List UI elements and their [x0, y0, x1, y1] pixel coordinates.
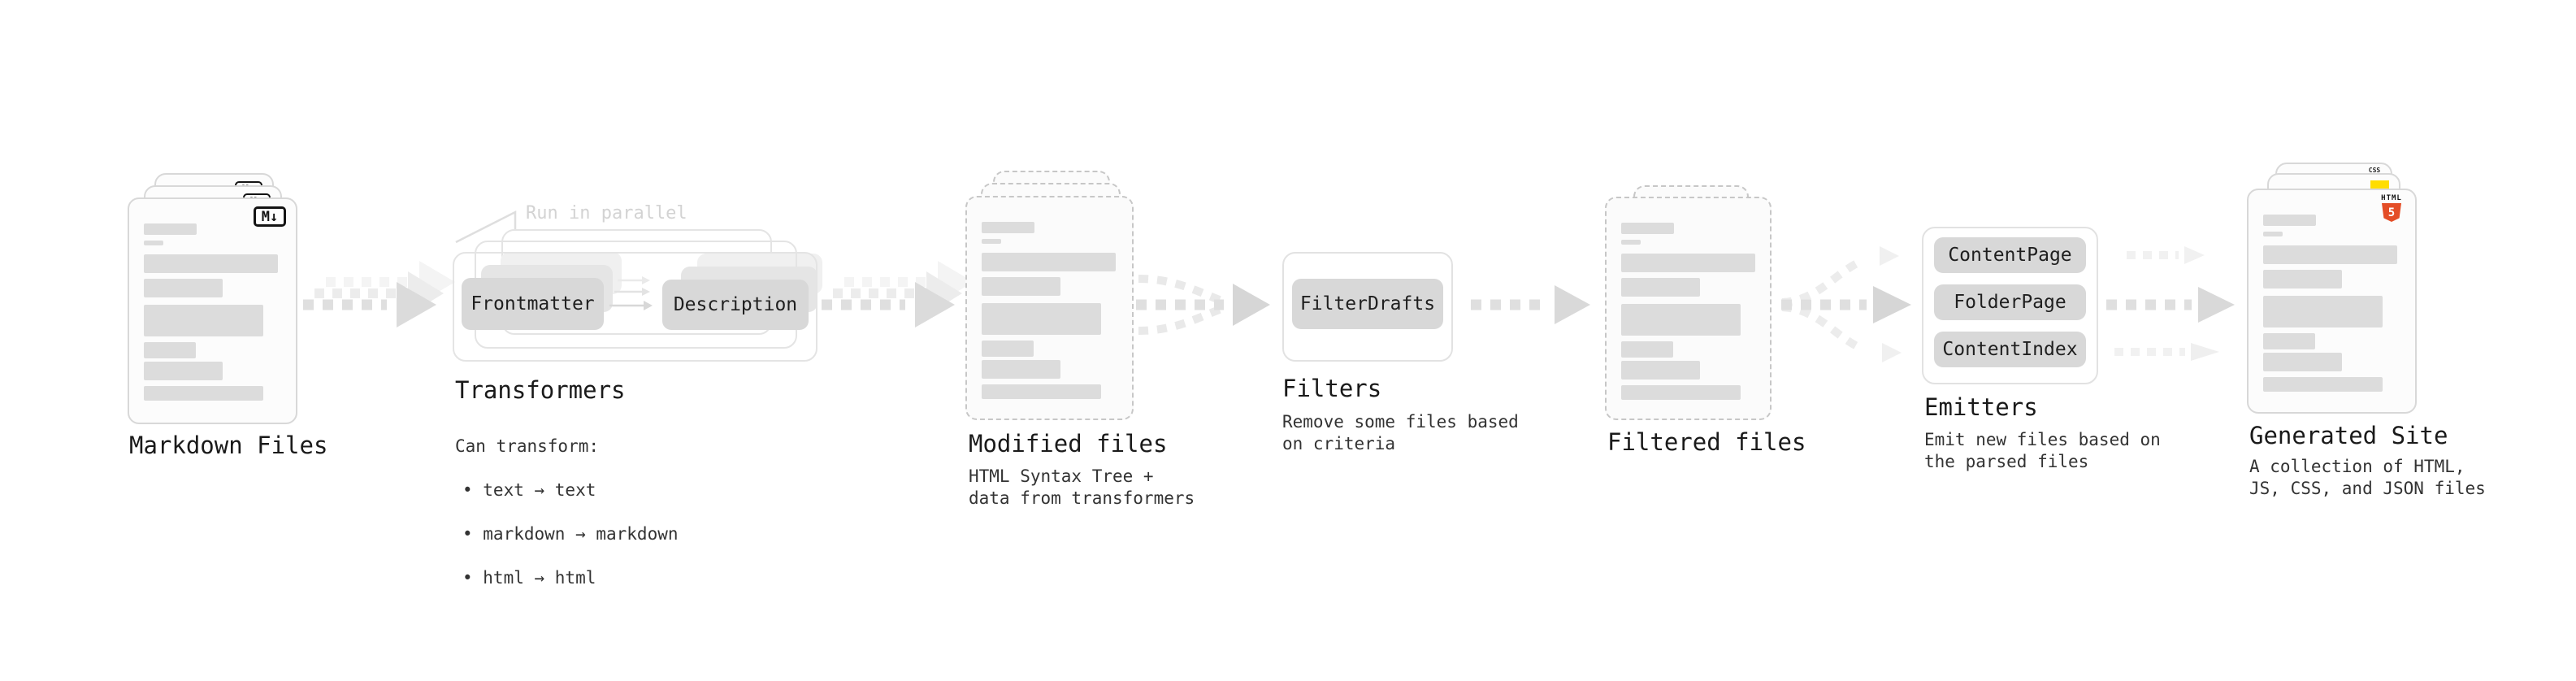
fan-in-arrow-icon — [1136, 275, 1270, 335]
placeholder-bar — [982, 340, 1034, 357]
contentindex-emitter-box: ContentIndex — [1934, 332, 2086, 367]
markdown-file-card: M↓ — [128, 197, 297, 424]
placeholder-bar — [1621, 385, 1741, 400]
placeholder-bar — [2263, 296, 2383, 327]
js-icon — [2370, 180, 2389, 190]
bullet-html-to-html: • html → html — [462, 568, 596, 588]
placeholder-bar — [1621, 341, 1673, 358]
placeholder-bar — [144, 279, 223, 297]
transformers-title: Transformers — [455, 376, 626, 404]
description-transformer-box: Description — [662, 280, 809, 330]
placeholder-bar — [1621, 304, 1741, 336]
html5-icon: HTML 5 — [2381, 194, 2402, 222]
css-icon-label: CSS — [2368, 167, 2381, 174]
placeholder-bar — [2263, 333, 2315, 349]
contentpage-emitter-box: ContentPage — [1934, 237, 2086, 273]
multi-flow-arrow-icon — [2106, 246, 2235, 361]
placeholder-bar — [2263, 215, 2316, 226]
frontmatter-transformer-box: Frontmatter — [462, 278, 604, 330]
placeholder-bar — [144, 241, 163, 245]
placeholder-bar — [144, 254, 278, 273]
placeholder-bar — [144, 362, 223, 380]
emitters-subtitle: Emit new files based on the parsed files — [1924, 430, 2161, 471]
can-transform-heading: Can transform: — [455, 436, 600, 456]
placeholder-bar — [982, 384, 1101, 399]
markdown-icon: M↓ — [254, 206, 286, 227]
filters-title: Filters — [1282, 375, 1382, 402]
placeholder-bar — [2263, 232, 2283, 236]
placeholder-bar — [982, 222, 1034, 233]
flow-arrow-icon — [303, 261, 455, 327]
modified-file-card — [965, 196, 1134, 420]
html5-icon-label: HTML — [2381, 194, 2402, 202]
generated-html-card: HTML 5 — [2247, 189, 2417, 414]
generated-site-title: Generated Site — [2249, 422, 2448, 449]
placeholder-bar — [1621, 361, 1700, 380]
run-in-parallel-label: Run in parallel — [526, 203, 687, 223]
modified-files-title: Modified files — [969, 430, 1168, 458]
placeholder-bar — [982, 277, 1060, 296]
placeholder-bar — [1621, 278, 1700, 297]
placeholder-bar — [2263, 270, 2342, 288]
placeholder-bar — [1621, 240, 1641, 245]
flow-arrow-icon — [1471, 285, 1590, 324]
placeholder-bar — [1621, 254, 1755, 272]
placeholder-bar — [144, 223, 197, 235]
filtered-files-title: Filtered files — [1607, 428, 1806, 456]
placeholder-bar — [1621, 223, 1674, 234]
html5-icon-shield: 5 — [2382, 203, 2401, 222]
parallel-arrows-icon — [609, 276, 653, 310]
annotation-leader-line — [455, 210, 517, 244]
bullet-markdown-to-markdown: • markdown → markdown — [462, 524, 679, 544]
filters-subtitle: Remove some files based on criteria — [1282, 412, 1519, 453]
markdown-files-title: Markdown Files — [129, 432, 328, 459]
placeholder-bar — [982, 253, 1116, 271]
filterdrafts-box: FilterDrafts — [1292, 279, 1443, 329]
folderpage-emitter-box: FolderPage — [1934, 284, 2086, 320]
placeholder-bar — [982, 360, 1060, 379]
bullet-text-to-text: • text → text — [462, 480, 596, 500]
placeholder-bar — [2263, 377, 2383, 392]
generated-site-subtitle: A collection of HTML, JS, CSS, and JSON … — [2249, 457, 2486, 498]
placeholder-bar — [144, 305, 263, 336]
transformer-frame-front — [453, 252, 817, 362]
placeholder-bar — [982, 239, 1001, 244]
placeholder-bar — [2263, 245, 2397, 264]
filtered-file-card — [1605, 197, 1772, 420]
placeholder-bar — [2263, 353, 2342, 371]
flow-arrow-icon — [822, 261, 974, 327]
fan-out-arrow-icon — [1781, 246, 1911, 362]
modified-files-subtitle: HTML Syntax Tree + data from transformer… — [969, 466, 1195, 508]
placeholder-bar — [982, 303, 1101, 335]
emitters-title: Emitters — [1924, 393, 2038, 421]
transformers-description: Can transform: • text → text • markdown … — [455, 414, 679, 611]
placeholder-bar — [144, 342, 196, 358]
placeholder-bar — [144, 386, 263, 401]
